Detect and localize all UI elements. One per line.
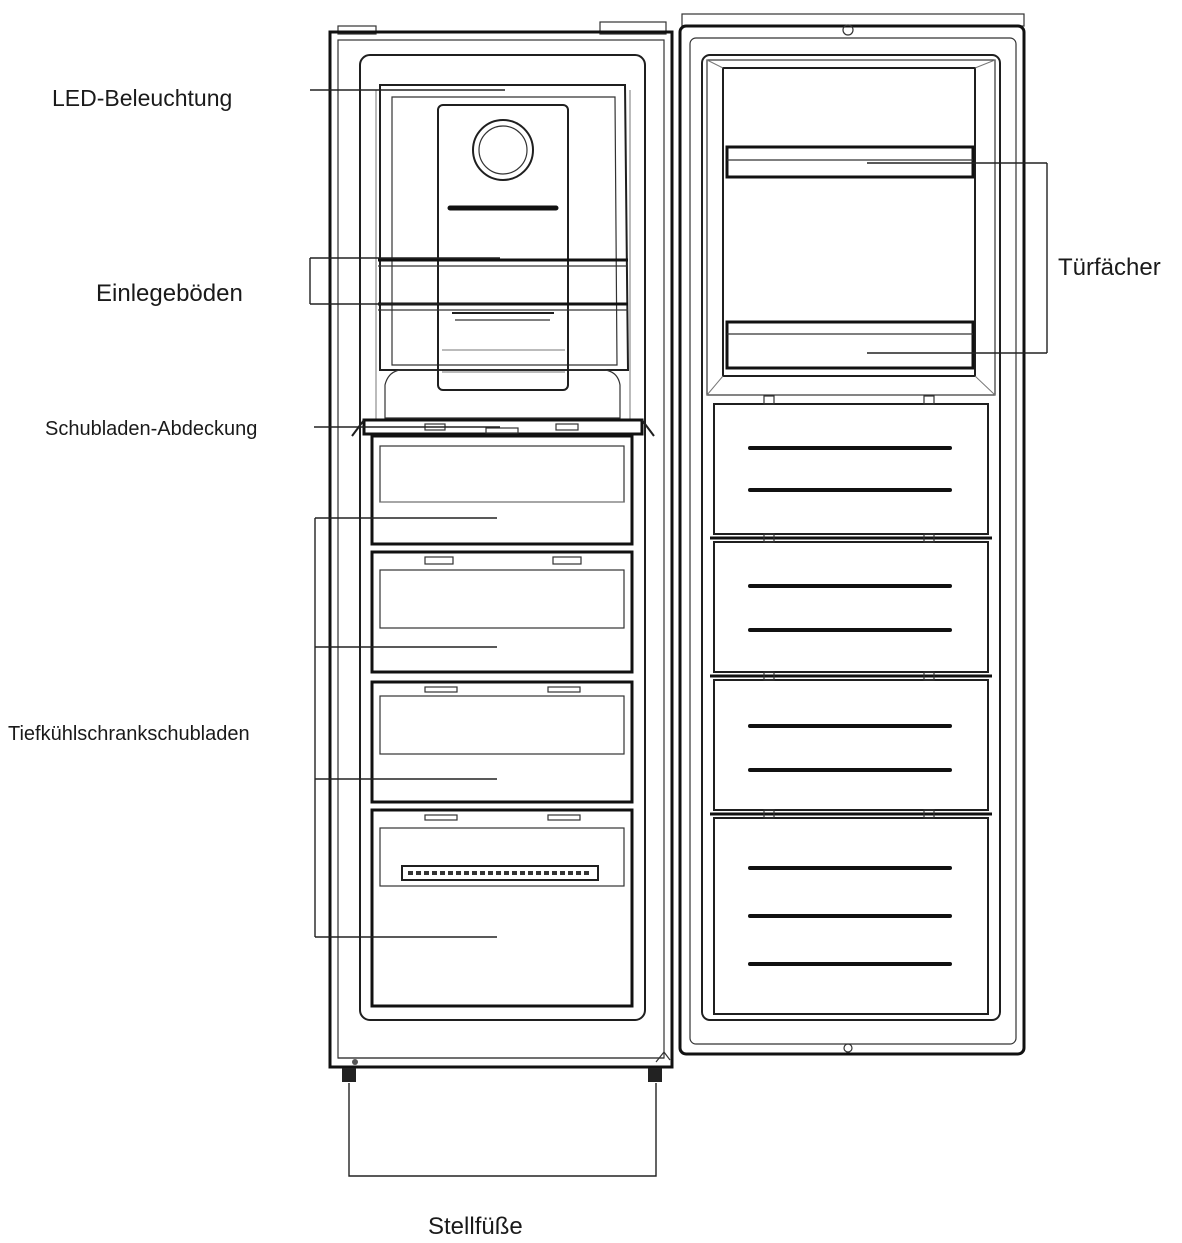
adjustable-feet [338,1051,671,1082]
label-led-lighting: LED-Beleuchtung [52,85,232,111]
door-shelves [725,145,975,370]
label-drawer-cover: Schubladen-Abdeckung [45,418,257,440]
labels: LED-Beleuchtung Einlegeböden Schubladen-… [8,85,1161,1240]
glass-shelves [378,258,628,311]
label-freezer-drawers: Tiefkühlschrankschubladen [8,723,250,745]
led-light-unit [437,104,569,391]
freezer-drawers [370,434,634,1008]
label-shelves: Einlegeböden [96,280,243,307]
freezer-door [678,13,1026,1056]
drawer-cover [351,418,655,437]
label-adjustable-feet: Stellfüße [428,1213,523,1240]
callout-lines [309,89,1048,1177]
door-panel-sections [710,395,992,1015]
label-door-shelves: Türfächer [1058,254,1161,281]
